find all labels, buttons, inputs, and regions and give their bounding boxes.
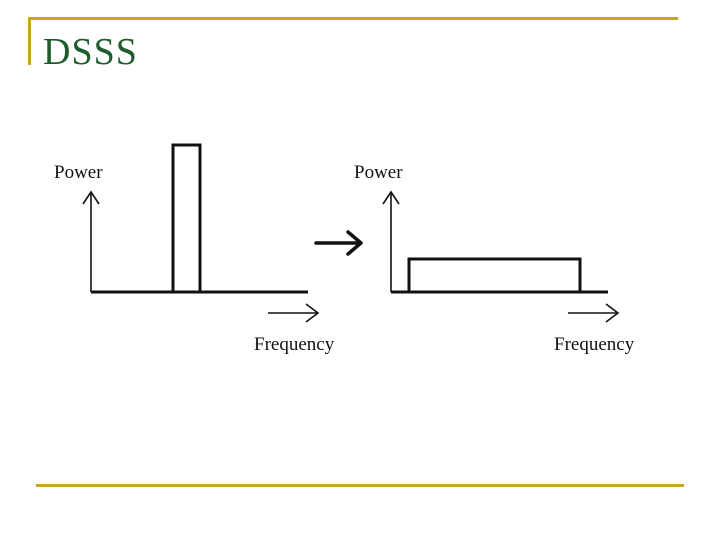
narrowband-pulse — [171, 143, 202, 292]
left-y-axis-label: Power — [54, 162, 103, 183]
left-y-axis-arrow-icon — [82, 190, 100, 292]
slide-title: DSSS — [43, 31, 138, 73]
narrowband-plot: Power Frequency — [54, 143, 335, 355]
spread-spectrum-shape — [407, 257, 582, 292]
right-y-axis-arrow-icon — [382, 190, 400, 292]
right-y-axis-label: Power — [354, 162, 403, 183]
left-x-axis-label: Frequency — [254, 334, 335, 355]
spread-spectrum-plot: Power Frequency — [354, 162, 635, 355]
right-x-axis-arrow-icon — [568, 303, 620, 323]
right-x-axis-label: Frequency — [554, 334, 635, 355]
top-accent-rule — [28, 17, 678, 20]
left-x-axis-arrow-icon — [268, 303, 320, 323]
right-arrow-icon — [314, 230, 363, 256]
bottom-accent-rule — [36, 484, 684, 487]
left-accent-rule — [28, 17, 31, 65]
